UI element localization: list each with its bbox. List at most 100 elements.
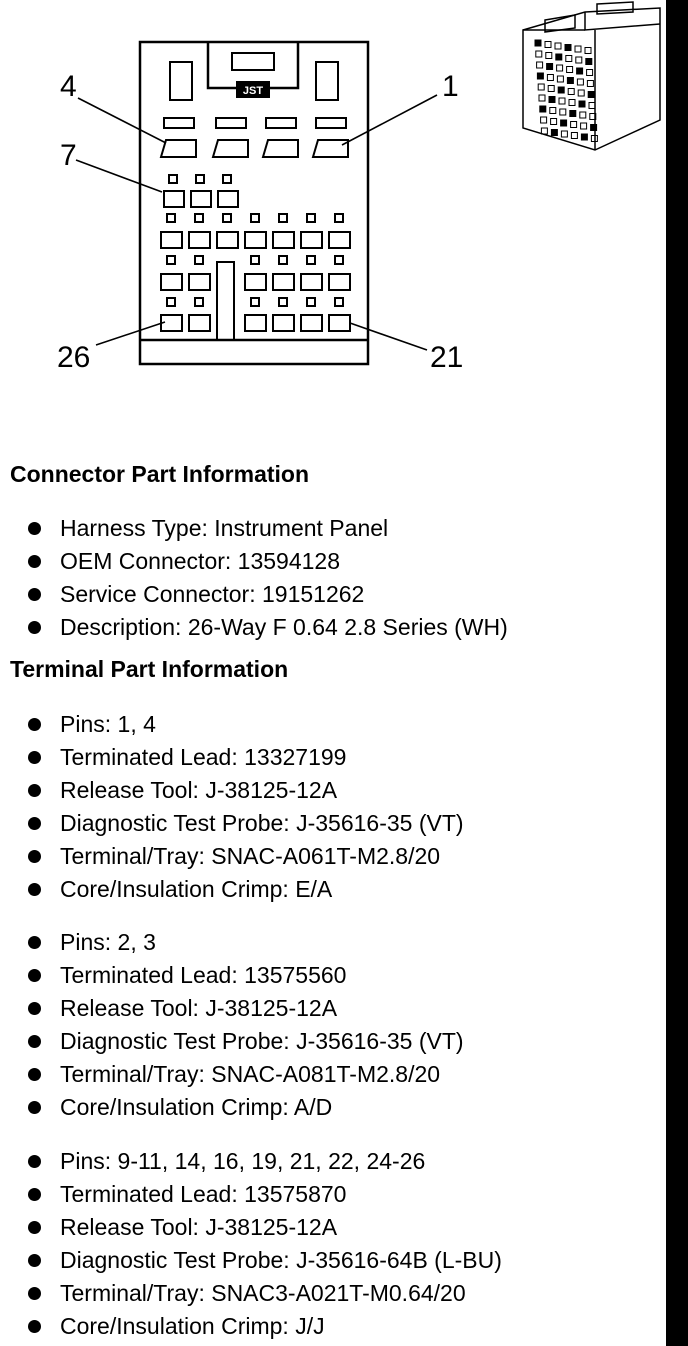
leader-line-pin-4 [77, 97, 167, 144]
small-cavity [217, 190, 239, 208]
list-item: Harness Type: Instrument Panel [0, 512, 508, 545]
large-cavity [211, 139, 249, 158]
cavity-latch [195, 174, 205, 184]
iso-cavity [555, 53, 563, 61]
iso-cavity [566, 77, 574, 84]
iso-cavity [574, 45, 582, 53]
bullet-icon [28, 1035, 41, 1048]
cavity-latch [194, 213, 204, 223]
list-item: Terminal/Tray: SNAC3-A021T-M0.64/20 [0, 1277, 502, 1310]
list-item-text: Diagnostic Test Probe: J-35616-35 (VT) [60, 810, 464, 836]
list-item-text: Release Tool: J-38125-12A [60, 1214, 338, 1240]
bullet-icon [28, 718, 41, 731]
leader-line-pin-21 [349, 322, 428, 351]
small-cavity [244, 314, 267, 332]
iso-cavity [546, 74, 554, 81]
cavity-latch [334, 297, 344, 307]
large-cavity [261, 139, 299, 158]
list-item-text: Terminated Lead: 13575560 [60, 962, 347, 988]
small-cavity [244, 231, 267, 249]
iso-cavity [565, 55, 573, 62]
iso-cavity [584, 47, 592, 54]
terminal-group-1: Pins: 1, 4 Terminated Lead: 13327199 Rel… [0, 708, 464, 906]
callout-pin-26: 26 [57, 341, 90, 374]
callout-pin-4: 4 [60, 70, 77, 103]
iso-cavity [585, 58, 593, 65]
small-cavity [244, 273, 267, 291]
iso-cavity [589, 113, 597, 120]
cavity-latch [250, 297, 260, 307]
iso-cavity [567, 88, 575, 95]
iso-cavity [550, 129, 558, 136]
list-item-text: Description: 26-Way F 0.64 2.8 Series (W… [60, 614, 508, 640]
list-item: Pins: 2, 3 [0, 926, 464, 959]
cavity-latch [166, 213, 176, 223]
bullet-icon [28, 621, 41, 634]
small-cavity [328, 314, 351, 332]
iso-cavity [577, 89, 585, 97]
cavity-latch [306, 297, 316, 307]
iso-cavity [579, 111, 587, 119]
small-cavity [328, 231, 351, 249]
small-cavity [188, 231, 211, 249]
bullet-icon [28, 1188, 41, 1201]
list-item: Pins: 9-11, 14, 16, 19, 21, 22, 24-26 [0, 1145, 502, 1178]
iso-cavity [536, 61, 544, 69]
small-cavity [190, 190, 212, 208]
list-item: Diagnostic Test Probe: J-35616-35 (VT) [0, 1025, 464, 1058]
bullet-icon [28, 588, 41, 601]
iso-cavity [545, 52, 553, 59]
iso-cavity [570, 132, 578, 139]
list-item: Core/Insulation Crimp: E/A [0, 873, 464, 906]
small-cavity [188, 273, 211, 291]
bullet-icon [28, 1068, 41, 1081]
iso-cavity [586, 69, 594, 76]
list-item: Release Tool: J-38125-12A [0, 774, 464, 807]
list-item-text: Terminal/Tray: SNAC-A081T-M2.8/20 [60, 1061, 441, 1087]
list-item-text: Pins: 2, 3 [60, 929, 156, 955]
bullet-icon [28, 850, 41, 863]
small-cavity [188, 314, 211, 332]
cavity-latch [168, 174, 178, 184]
iso-cavity [537, 83, 545, 91]
cavity-latch [222, 174, 232, 184]
list-item-text: Release Tool: J-38125-12A [60, 995, 338, 1021]
connector-face-diagram: JST 4 1 7 26 21 [57, 40, 463, 374]
jst-logo [236, 81, 270, 98]
cavity-latch [222, 213, 232, 223]
list-item: Release Tool: J-38125-12A [0, 992, 464, 1025]
iso-cavity [586, 80, 594, 87]
iso-cavity [539, 105, 547, 113]
jst-logo-text: JST [243, 85, 263, 97]
cavity-slot [215, 117, 247, 129]
list-item-text: Diagnostic Test Probe: J-35616-35 (VT) [60, 1028, 464, 1054]
small-cavity [160, 273, 183, 291]
iso-cavity [576, 67, 584, 75]
iso-cavity [554, 42, 562, 50]
bullet-icon [28, 817, 41, 830]
iso-cavity [568, 99, 576, 106]
small-cavity [160, 231, 183, 249]
iso-cavity [580, 133, 588, 141]
list-item-text: OEM Connector: 13594128 [60, 548, 341, 574]
bullet-icon [28, 1101, 41, 1114]
iso-cavity [534, 39, 542, 47]
small-cavity [300, 314, 323, 332]
iso-cavity [540, 116, 548, 124]
iso-cavity [590, 124, 598, 131]
list-item-text: Pins: 9-11, 14, 16, 19, 21, 22, 24-26 [60, 1148, 426, 1174]
list-item: Description: 26-Way F 0.64 2.8 Series (W… [0, 611, 508, 644]
list-item: Pins: 1, 4 [0, 708, 464, 741]
iso-cavity [536, 72, 544, 80]
list-item: Service Connector: 19151262 [0, 578, 508, 611]
bullet-icon [28, 1287, 41, 1300]
cavity-latch [194, 297, 204, 307]
cavity-slot [163, 117, 195, 129]
iso-cavity [560, 119, 568, 127]
bullet-icon [28, 784, 41, 797]
cavity-latch [278, 213, 288, 223]
iso-cavity [580, 122, 588, 130]
iso-cavity [575, 56, 583, 64]
iso-cavity [559, 108, 567, 116]
leader-line-pin-26 [95, 321, 166, 346]
